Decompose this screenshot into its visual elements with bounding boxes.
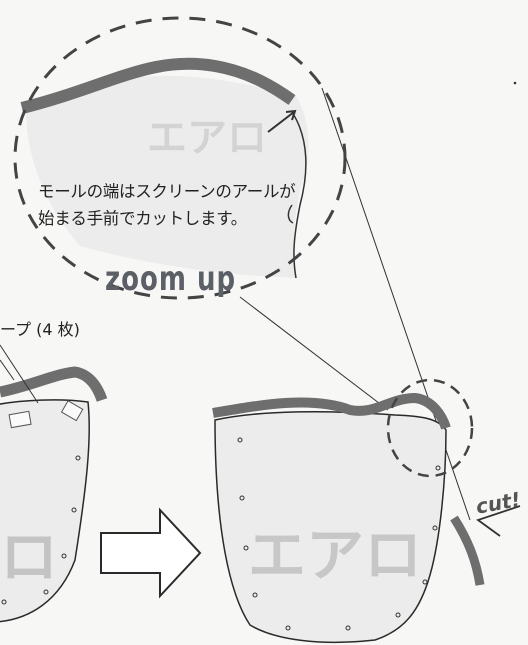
zoom-circle [13,16,347,300]
cut-detail-circle [386,378,474,478]
tape-piece-2 [60,400,84,422]
right-rivet-8 [422,579,428,585]
process-arrow [100,507,202,599]
right-rivet-2 [239,495,245,501]
left-rivet-3 [61,553,67,559]
left-product-watermark: ロ [0,523,59,591]
right-rivet-1 [237,437,243,443]
zoom-cut-arrow-head [285,109,297,121]
zoom-cut-arrow [267,111,295,133]
left-screen [0,399,90,623]
zoom-note-line-1: モールの端はスクリーンのアールが [38,182,296,201]
zoom-molding [20,57,296,114]
tape-leader-1 [0,344,39,404]
cut-arrow [476,505,521,537]
right-rivet-9 [432,525,438,531]
right-rivet-6 [345,625,351,631]
zoom-up-caption: zoom up [105,260,237,299]
left-rivet-1 [75,455,81,461]
tape-piece-1 [8,410,32,429]
right-rivet-5 [285,625,291,631]
zoom-screen-edge [291,111,307,279]
left-molding [0,366,108,402]
left-rivet-2 [71,507,77,513]
left-rivet-5 [1,599,7,605]
right-molding-cut-piece [450,515,485,586]
zoom-radius-mark [287,204,294,224]
left-rivet-4 [43,589,49,595]
right-rivet-3 [243,545,249,551]
zoom-screen-area [26,75,309,278]
right-rivet-7 [395,612,401,618]
right-screen [214,410,447,644]
right-product-watermark: エアロ [248,521,423,589]
zoom-note-line-2: 始まる手前でカットします。 [38,209,247,228]
right-rivet-4 [252,592,258,598]
tape-label: ープ (4 枚) [0,320,80,339]
right-molding [212,392,451,430]
tape-leader-2 [0,359,15,381]
right-rivet-10 [435,465,441,471]
zoom-connector-left [239,296,389,411]
zoom-product-watermark: エアロ [147,115,267,161]
stray-dot [513,81,517,85]
